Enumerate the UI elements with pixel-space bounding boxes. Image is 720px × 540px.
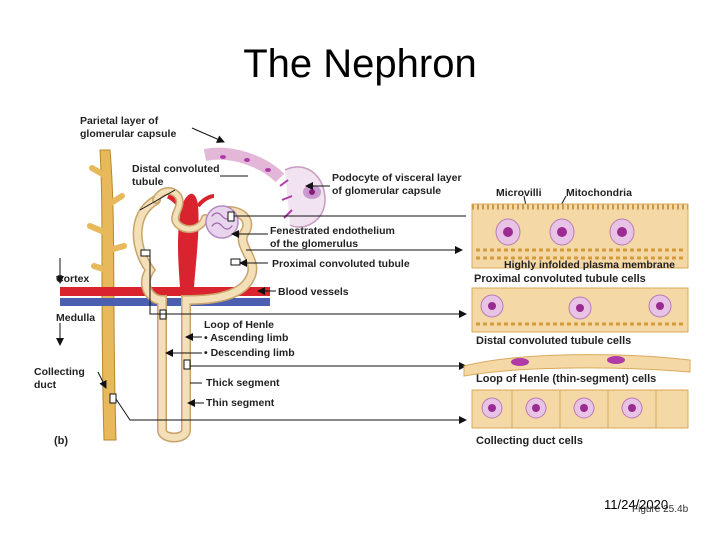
label-microvilli: Microvilli <box>496 187 542 199</box>
label-highly-infolded: Highly infolded plasma membrane <box>504 259 675 271</box>
panel-letter: (b) <box>54 435 68 447</box>
tubule-markers <box>109 211 241 404</box>
caption-distal-cells: Distal convoluted tubule cells <box>476 335 631 347</box>
label-descending-limb: • Descending limb <box>204 347 295 359</box>
caption-thin-segment-cells: Loop of Henle (thin-segment) cells <box>476 373 656 385</box>
capsule-closeup <box>203 147 326 228</box>
label-loop-of-henle: Loop of Henle <box>204 319 274 331</box>
label-podocyte-2: of glomerular capsule <box>332 185 441 197</box>
label-parietal-2: glomerular capsule <box>80 128 176 140</box>
distal-cell-panel <box>471 287 689 333</box>
leader-lines <box>97 127 585 424</box>
label-blood-vessels: Blood vessels <box>278 286 349 298</box>
label-parietal-1: Parietal layer of <box>80 115 159 127</box>
label-fenestrated-2: of the glomerulus <box>270 238 358 250</box>
footer-date: 11/24/2020 <box>604 497 669 512</box>
collecting-cell-panel <box>471 389 689 429</box>
label-mitochondria: Mitochondria <box>566 187 632 199</box>
footer-figure-ref: Figure 25.4b <box>632 504 689 515</box>
label-collecting-2: duct <box>34 379 57 391</box>
thin-segment-cell-panel <box>463 354 691 377</box>
label-thin-segment: Thin segment <box>206 397 275 409</box>
caption-proximal-cells: Proximal convoluted tubule cells <box>474 273 646 285</box>
label-podocyte-1: Podocyte of visceral layer <box>332 172 462 184</box>
slide-title: The Nephron <box>243 42 477 86</box>
label-thick-segment: Thick segment <box>206 377 280 389</box>
label-collecting-1: Collecting <box>34 366 85 378</box>
label-fenestrated-1: Fenestrated endothelium <box>270 225 395 237</box>
label-ascending-limb: • Ascending limb <box>204 332 288 344</box>
proximal-cell-panel <box>471 203 689 269</box>
label-distal-2: tubule <box>132 176 164 188</box>
label-distal-1: Distal convoluted <box>132 163 220 175</box>
label-proximal: Proximal convoluted tubule <box>272 258 410 270</box>
label-medulla: Medulla <box>56 312 95 324</box>
label-cortex: Cortex <box>56 273 89 285</box>
caption-collecting-cells: Collecting duct cells <box>476 435 583 447</box>
